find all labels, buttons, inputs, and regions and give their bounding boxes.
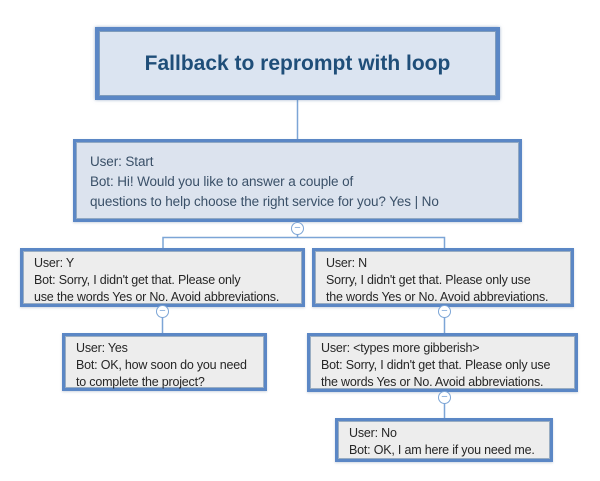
connector-branch-elbow	[162, 236, 446, 248]
node-user-no[interactable]: User: No Bot: OK, I am here if you need …	[335, 418, 553, 462]
collapse-minus-icon[interactable]: −	[438, 305, 451, 318]
node-user-gibberish[interactable]: User: <types more gibberish> Bot: Sorry,…	[307, 333, 578, 392]
collapse-minus-icon[interactable]: −	[438, 391, 451, 404]
node-start[interactable]: User: Start Bot: Hi! Would you like to a…	[73, 139, 522, 222]
node-user-y[interactable]: User: Y Bot: Sorry, I didn't get that. P…	[20, 248, 305, 307]
node-user-yes[interactable]: User: Yes Bot: OK, how soon do you need …	[62, 333, 267, 391]
collapse-minus-icon[interactable]: −	[291, 222, 304, 235]
collapse-minus-icon[interactable]: −	[156, 305, 169, 318]
node-user-n[interactable]: User: N Sorry, I didn't get that. Please…	[312, 248, 574, 307]
node-flow-title[interactable]: Fallback to reprompt with loop	[95, 27, 500, 100]
